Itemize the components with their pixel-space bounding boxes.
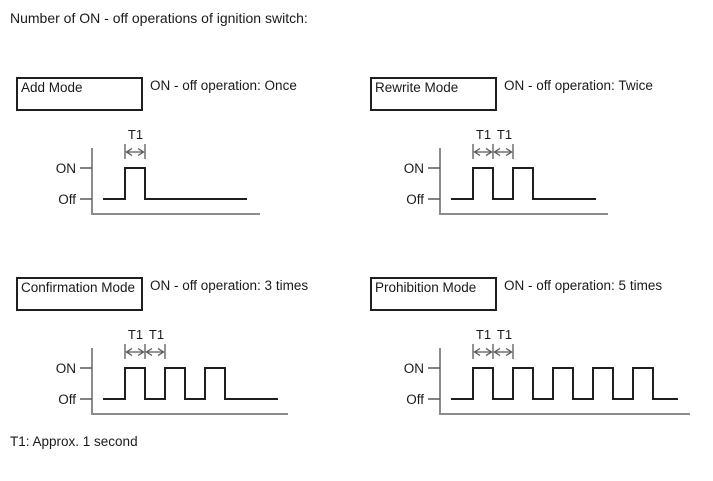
mode-box-label: Rewrite Mode — [375, 80, 459, 95]
operation-count-label: ON - off operation: Twice — [504, 78, 653, 93]
square-wave — [451, 367, 678, 400]
arrowhead-left — [125, 347, 133, 357]
arrowhead-left — [473, 147, 481, 157]
arrowhead-right — [157, 347, 165, 357]
mode-box-confirmation: Confirmation Mode — [16, 277, 143, 311]
arrowhead-right — [485, 347, 493, 357]
mode-box-label: Prohibition Mode — [375, 280, 477, 295]
operation-count-label: ON - off operation: 5 times — [504, 278, 663, 293]
off-label: Off — [406, 392, 424, 407]
on-label: ON — [404, 361, 424, 376]
arrowhead-right — [137, 347, 145, 357]
operation-count-label: ON - off operation: 3 times — [150, 278, 309, 293]
on-label: ON — [56, 161, 76, 176]
mode-box-label: Add Mode — [21, 80, 83, 95]
t1-label: T1 — [128, 327, 143, 342]
waveform-prohibition-mode: ON Off T1 T1 — [404, 327, 690, 415]
t1-label: T1 — [497, 127, 512, 142]
on-label: ON — [404, 161, 424, 176]
waveform-confirmation-mode: ON Off T1 T1 — [56, 327, 288, 415]
arrowhead-right — [485, 147, 493, 157]
waveform-add-mode: ON Off T1 — [56, 127, 260, 215]
axis — [91, 348, 288, 415]
t1-label: T1 — [476, 127, 491, 142]
arrowhead-left — [125, 147, 133, 157]
arrowhead-left — [145, 347, 153, 357]
square-wave — [103, 367, 278, 400]
t1-label: T1 — [149, 327, 164, 342]
square-wave — [451, 167, 596, 200]
square-wave — [103, 167, 247, 200]
off-label: Off — [58, 392, 76, 407]
t1-label: T1 — [476, 327, 491, 342]
on-label: ON — [56, 361, 76, 376]
t1-definition-note: T1: Approx. 1 second — [10, 434, 138, 449]
arrowhead-left — [493, 347, 501, 357]
arrowhead-left — [493, 147, 501, 157]
mode-box-rewrite: Rewrite Mode — [370, 77, 497, 111]
page-title: Number of ON - off operations of ignitio… — [10, 10, 308, 26]
off-label: Off — [58, 192, 76, 207]
arrowhead-left — [473, 347, 481, 357]
t1-label: T1 — [497, 327, 512, 342]
mode-box-label: Confirmation Mode — [21, 280, 136, 295]
arrowhead-right — [137, 147, 145, 157]
mode-box-add: Add Mode — [16, 77, 143, 111]
t1-label: T1 — [128, 127, 143, 142]
axis — [439, 148, 608, 215]
arrowhead-right — [505, 147, 513, 157]
axis — [91, 148, 260, 215]
axis — [439, 348, 690, 415]
mode-box-prohibition: Prohibition Mode — [370, 277, 497, 311]
arrowhead-right — [505, 347, 513, 357]
operation-count-label: ON - off operation: Once — [150, 78, 297, 93]
waveform-rewrite-mode: ON Off T1 T1 — [404, 127, 608, 215]
off-label: Off — [406, 192, 424, 207]
